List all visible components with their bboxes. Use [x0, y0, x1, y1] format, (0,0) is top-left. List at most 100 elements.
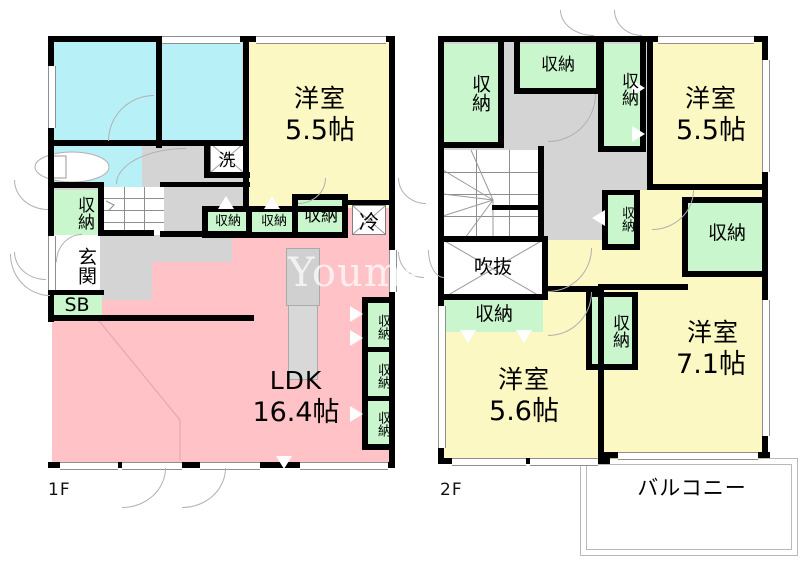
1f-wall-ldkcloset-bottom — [362, 444, 394, 450]
2f-wall-stairs-step — [492, 205, 544, 210]
1f-ldk-ghost-diagonal — [81, 300, 181, 460]
1f-wall-fridge-top — [342, 200, 391, 205]
1f-closet-ldk-3-label: 収納 — [375, 411, 390, 437]
2f-stairs — [443, 150, 543, 238]
1f-ldk-closet3-marker — [350, 406, 363, 422]
1f-wall-bath-divider — [156, 36, 162, 148]
2f-closet-midright-marker — [592, 210, 605, 226]
1f-wall-ldkcloset-top — [362, 297, 394, 303]
2f-bedroom-a-fill — [653, 40, 763, 190]
2f-closet-big-right-label: 収納 — [707, 222, 746, 244]
2f-window-bottom-c-a — [452, 458, 526, 466]
2f-wall-closet-lowerleft-top — [438, 294, 548, 300]
2f-bedroom-a-size: 5.5帖 — [676, 115, 746, 146]
2f-door-swing-top-closet — [560, 10, 594, 36]
2f-wall-closet-ntop-left — [514, 36, 520, 94]
2f-bedroom-b-name: 洋室 — [686, 318, 739, 347]
1f-window-bottom-c — [200, 462, 260, 470]
1f-wall-bedroom-left — [243, 36, 249, 208]
2f-wall-closet-midright-right — [634, 190, 640, 250]
1f-wall-closetrow-top — [202, 206, 348, 212]
2f-wall-closet-lowermid-left — [586, 292, 592, 370]
first-floor-tag: 1F — [48, 480, 71, 500]
1f-wall-ldkcloset-left — [362, 297, 368, 450]
2f-wall-closet-midright-top — [602, 190, 640, 195]
1f-closet-ldk-1-fill — [367, 302, 391, 352]
1f-wall-washroom-top — [156, 140, 248, 146]
2f-wall-bedroom-b-top — [598, 284, 688, 290]
2f-wall-stairs-right — [538, 146, 544, 240]
2f-window-balcony-door — [618, 452, 758, 460]
1f-ldk-closet1-marker-a — [350, 306, 363, 322]
1f-ldk-fill-lower — [52, 300, 391, 468]
2f-wall-bedroom-a-bottom — [647, 184, 768, 190]
1f-closet-b-marker — [264, 196, 280, 209]
2f-wall-closet-nw-bottom — [438, 142, 504, 148]
2f-closet-big-right-fill — [688, 203, 766, 271]
1f-closet-ldk-2-fill — [367, 352, 391, 400]
1f-door-swing-bottom-a — [122, 468, 166, 508]
1f-closet-kitchen-c-fill — [297, 199, 345, 237]
1f-kitchen-range — [286, 248, 320, 306]
1f-window-right — [389, 250, 397, 292]
1f-closet-entry-label: 収納 — [74, 196, 94, 230]
1f-bedroom-name: 洋室 — [293, 84, 346, 113]
2f-closet-lower-left-fill — [443, 300, 543, 332]
1f-door-swing-left-mid — [14, 180, 48, 210]
2f-wall-right — [762, 36, 768, 458]
2f-window-top-bedroom-a — [658, 36, 754, 44]
1f-closet-entry-fill — [52, 190, 102, 235]
1f-ldk-closet1-marker-b — [350, 330, 363, 346]
2f-wall-closet-lowermid-bottom — [586, 364, 638, 370]
2f-void-label: 吹抜 — [473, 256, 512, 278]
washer-glyph: 洗 — [218, 150, 236, 171]
2f-wall-bedroom-a-left — [647, 36, 653, 190]
1f-wall-closet-a-b — [246, 206, 252, 238]
2f-closet-lower-left-label: 収納 — [474, 303, 513, 325]
1f-wall-closetrow-left — [202, 206, 208, 238]
1f-wall-closetrow-bottom — [202, 232, 348, 238]
2f-closet-nright-marker-a — [632, 80, 645, 96]
2f-closet-n-top-fill — [520, 44, 596, 92]
1f-closet-kitchen-c-label: 収納 — [304, 206, 338, 226]
1f-washer-icon: 洗 — [210, 143, 244, 173]
2f-wall-void-right — [542, 236, 548, 300]
2f-closet-mid-right-label: 収納 — [619, 206, 634, 232]
fridge-glyph: 冷 — [359, 209, 379, 234]
1f-closet-a-marker — [218, 196, 234, 209]
2f-balcony-inner — [586, 464, 792, 550]
1f-window-top-bath — [162, 36, 240, 44]
1f-entrance-label: 玄関 — [75, 247, 97, 285]
1f-bedroom-door-marker — [276, 456, 292, 469]
1f-wall-entrance-bottom — [48, 315, 254, 321]
1f-door-swing-right-upper — [398, 178, 426, 204]
2f-wall-closet-midright-bottom — [602, 244, 640, 250]
1f-wall-ldkcloset-div1 — [362, 347, 394, 352]
2f-bedroom-b-size: 7.1帖 — [676, 349, 746, 380]
1f-ldk-size: 16.4帖 — [252, 397, 340, 428]
2f-window-right-lower — [762, 300, 770, 436]
2f-closet-nw-label: 収納 — [469, 74, 491, 112]
2f-closet-nw-fill — [443, 44, 501, 146]
2f-wall-left-mid — [438, 146, 444, 238]
2f-closet-lower-mid-label: 収納 — [609, 314, 629, 348]
1f-ldk-name: LDK — [269, 366, 323, 395]
2f-closet-mid-right-fill — [608, 195, 638, 245]
2f-wall-balcony-corner — [604, 452, 610, 464]
2f-wall-closet-bigright-top — [682, 197, 768, 203]
1f-wall-ldkcloset-div2 — [362, 396, 394, 401]
1f-stairs — [104, 187, 164, 235]
2f-wall-void-top — [438, 236, 548, 242]
second-floor-tag: 2F — [440, 480, 463, 500]
1f-wall-closet-b-c — [292, 194, 298, 238]
2f-wall-left-upper — [438, 36, 444, 146]
1f-door-swing-bottom-b — [182, 468, 226, 508]
1f-window-left-bath — [48, 66, 56, 128]
2f-wall-closet-lowermid-top — [586, 292, 638, 297]
1f-wall-closet-c-top — [292, 194, 348, 200]
2f-bedroom-a-name: 洋室 — [684, 84, 737, 113]
2f-closet-n-right-label: 収納 — [618, 72, 638, 106]
2f-closet-nright-marker-b — [632, 126, 645, 142]
2f-closet-lowerleft-marker-b — [516, 330, 532, 343]
